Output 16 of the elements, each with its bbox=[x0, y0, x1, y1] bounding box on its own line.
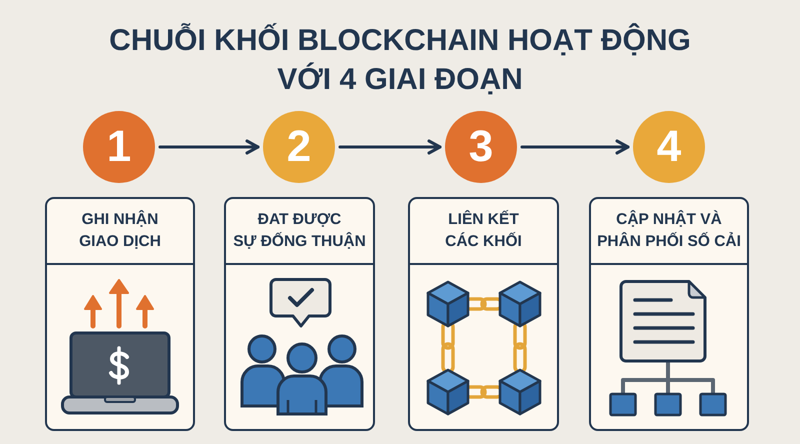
step-card bbox=[589, 197, 749, 431]
step-title: GHI NHẬN GIAO DỊCH bbox=[79, 209, 161, 252]
arrow bbox=[158, 140, 260, 154]
title: CHUỖI KHỐI BLOCKCHAIN HOẠT ĐỘNG VỚI 4 GIAI ĐOẠN bbox=[109, 22, 691, 98]
step-card bbox=[408, 197, 559, 431]
step-title: LIÊN KẾT CÁC KHỐI bbox=[445, 209, 522, 252]
step-card bbox=[45, 197, 195, 431]
step-title: CẬP NHẬT VÀ PHÂN PHỐI SỐ CẢI bbox=[597, 209, 741, 252]
arrow bbox=[338, 140, 442, 154]
step-card bbox=[224, 197, 375, 431]
step-number: 3 bbox=[445, 111, 517, 183]
step-number: 2 bbox=[263, 111, 335, 183]
step-number: 1 bbox=[83, 111, 155, 183]
arrow bbox=[520, 140, 630, 154]
step-title: ĐAT ĐƯỢC SỰ ĐỐNG THUẬN bbox=[233, 210, 366, 252]
step-number: 4 bbox=[633, 111, 705, 183]
